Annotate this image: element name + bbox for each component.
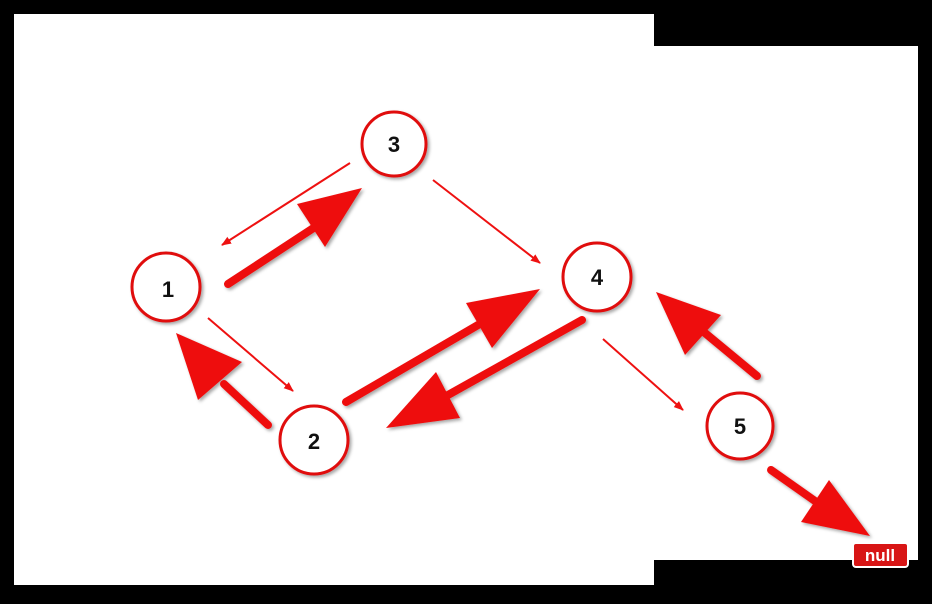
node-4: 4	[561, 241, 633, 313]
thread-4-to-2	[386, 316, 586, 428]
null-badge: null	[852, 542, 909, 568]
thread-2-to-4	[342, 289, 540, 406]
thread-edges	[176, 188, 870, 536]
node-2: 2	[278, 404, 350, 476]
node-5: 5	[705, 391, 775, 461]
node-2-label: 2	[308, 429, 320, 454]
thread-5-to-4	[656, 292, 761, 380]
node-1: 1	[130, 251, 202, 323]
edge-3-to-4	[432, 179, 541, 264]
thread-2-to-1	[176, 333, 272, 429]
edge-1-to-2	[207, 317, 294, 392]
edge-3-to-1	[221, 162, 351, 246]
canvas-background	[14, 14, 918, 585]
node-3: 3	[360, 110, 428, 178]
thread-1-to-3	[224, 188, 362, 288]
child-edges	[207, 162, 684, 411]
node-4-label: 4	[591, 265, 604, 290]
edge-4-to-5	[602, 338, 684, 411]
thread-5-to-null	[767, 466, 870, 536]
node-1-label: 1	[162, 277, 174, 302]
node-5-label: 5	[734, 414, 746, 439]
node-3-label: 3	[388, 132, 400, 157]
page-title: 前序线索二叉树 - 【3,1,2,4,5】	[32, 26, 406, 54]
null-label: null	[865, 546, 895, 565]
